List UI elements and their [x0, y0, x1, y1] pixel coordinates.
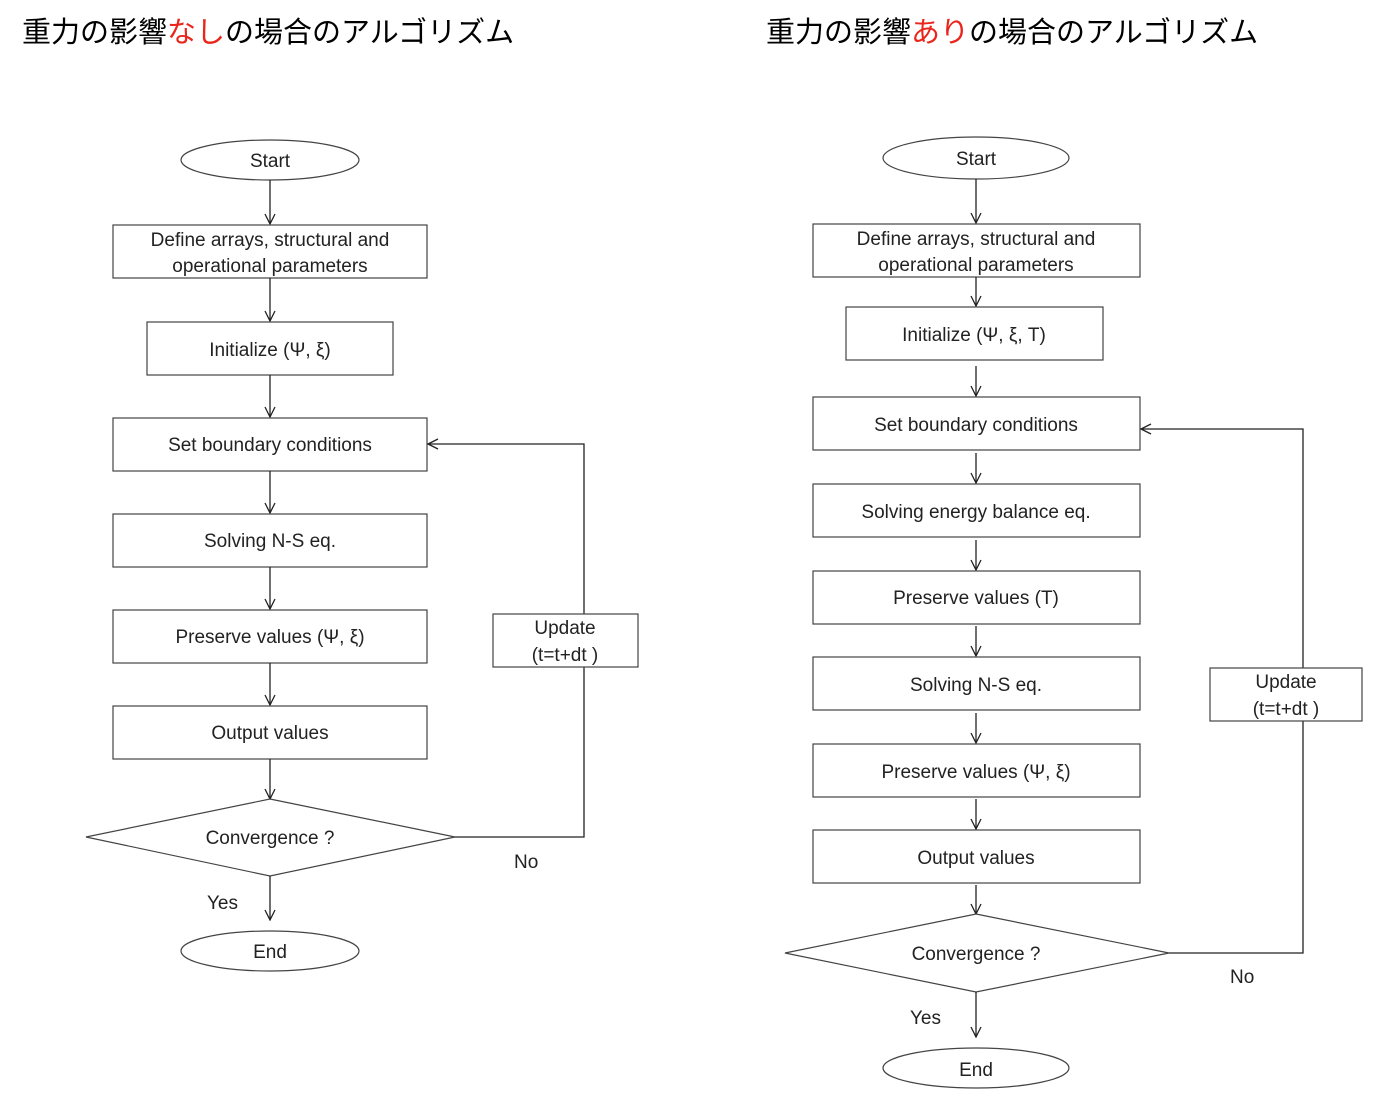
right-define-box	[812, 223, 1141, 278]
left-solve-ns-label: Solving N-S eq.	[204, 531, 336, 552]
right-solve-energy-box	[812, 483, 1141, 538]
left-yes-label: Yes	[207, 893, 238, 914]
left-update-line2: (t=t+dt )	[532, 645, 599, 666]
right-title-highlight: あり	[911, 15, 970, 49]
right-solve-ns-box	[812, 656, 1141, 711]
left-solve-ns-box	[112, 513, 428, 568]
right-update-line2: (t=t+dt )	[1253, 699, 1320, 720]
right-boundary-label: Set boundary conditions	[874, 415, 1078, 436]
right-define-line1: Define arrays, structural and	[857, 229, 1096, 250]
right-solve-energy-label: Solving energy balance eq.	[861, 502, 1090, 523]
left-end-terminal	[180, 930, 360, 972]
left-no-label: No	[514, 852, 538, 873]
left-initialize-box	[146, 321, 394, 376]
right-flowchart: Start Define arrays, structural and oper…	[784, 136, 1363, 1089]
left-title-highlight: なし	[167, 15, 226, 49]
right-output-label: Output values	[917, 848, 1034, 869]
left-define-line1: Define arrays, structural and	[151, 230, 390, 251]
right-title-pre: 重力の影響	[766, 15, 912, 49]
right-update-box	[1209, 667, 1363, 722]
left-end-label: End	[253, 942, 287, 963]
left-title-pre: 重力の影響	[22, 15, 168, 49]
left-preserve-label: Preserve values (Ψ, ξ)	[175, 627, 364, 648]
left-start-label: Start	[250, 151, 291, 172]
right-define-line2: operational parameters	[878, 255, 1073, 276]
left-output-box	[112, 705, 428, 760]
left-initialize-label: Initialize (Ψ, ξ)	[209, 340, 331, 361]
right-convergence-label: Convergence ?	[912, 944, 1041, 965]
right-preserve-box	[812, 743, 1141, 798]
left-title: 重力の影響なしの場合のアルゴリズム	[22, 10, 514, 54]
right-update-line1: Update	[1255, 672, 1316, 693]
right-title: 重力の影響ありの場合のアルゴリズム	[766, 10, 1258, 54]
right-yes-label: Yes	[910, 1008, 941, 1029]
right-start-label: Start	[956, 149, 997, 170]
left-title-post: の場合のアルゴリズム	[225, 15, 515, 49]
right-output-box	[812, 829, 1141, 884]
right-preserve-t-label: Preserve values (T)	[893, 588, 1059, 609]
right-initialize-box	[845, 306, 1104, 361]
left-boundary-box	[112, 417, 428, 472]
left-output-label: Output values	[211, 723, 328, 744]
left-convergence-label: Convergence ?	[206, 828, 335, 849]
left-flowchart: Start Define arrays, structural and oper…	[85, 139, 639, 972]
right-end-label: End	[959, 1060, 993, 1081]
right-initialize-label: Initialize (Ψ, ξ, T)	[902, 325, 1046, 346]
left-update-line1: Update	[534, 618, 595, 639]
left-update-box	[492, 613, 639, 668]
left-boundary-label: Set boundary conditions	[168, 435, 372, 456]
left-define-line2: operational parameters	[172, 256, 367, 277]
right-title-post: の場合のアルゴリズム	[969, 15, 1259, 49]
right-solve-ns-label: Solving N-S eq.	[910, 675, 1042, 696]
right-preserve-label: Preserve values (Ψ, ξ)	[881, 762, 1070, 783]
right-no-label: No	[1230, 967, 1254, 988]
left-preserve-box	[112, 609, 428, 664]
right-end-terminal	[882, 1047, 1070, 1089]
right-preserve-t-box	[812, 570, 1141, 625]
